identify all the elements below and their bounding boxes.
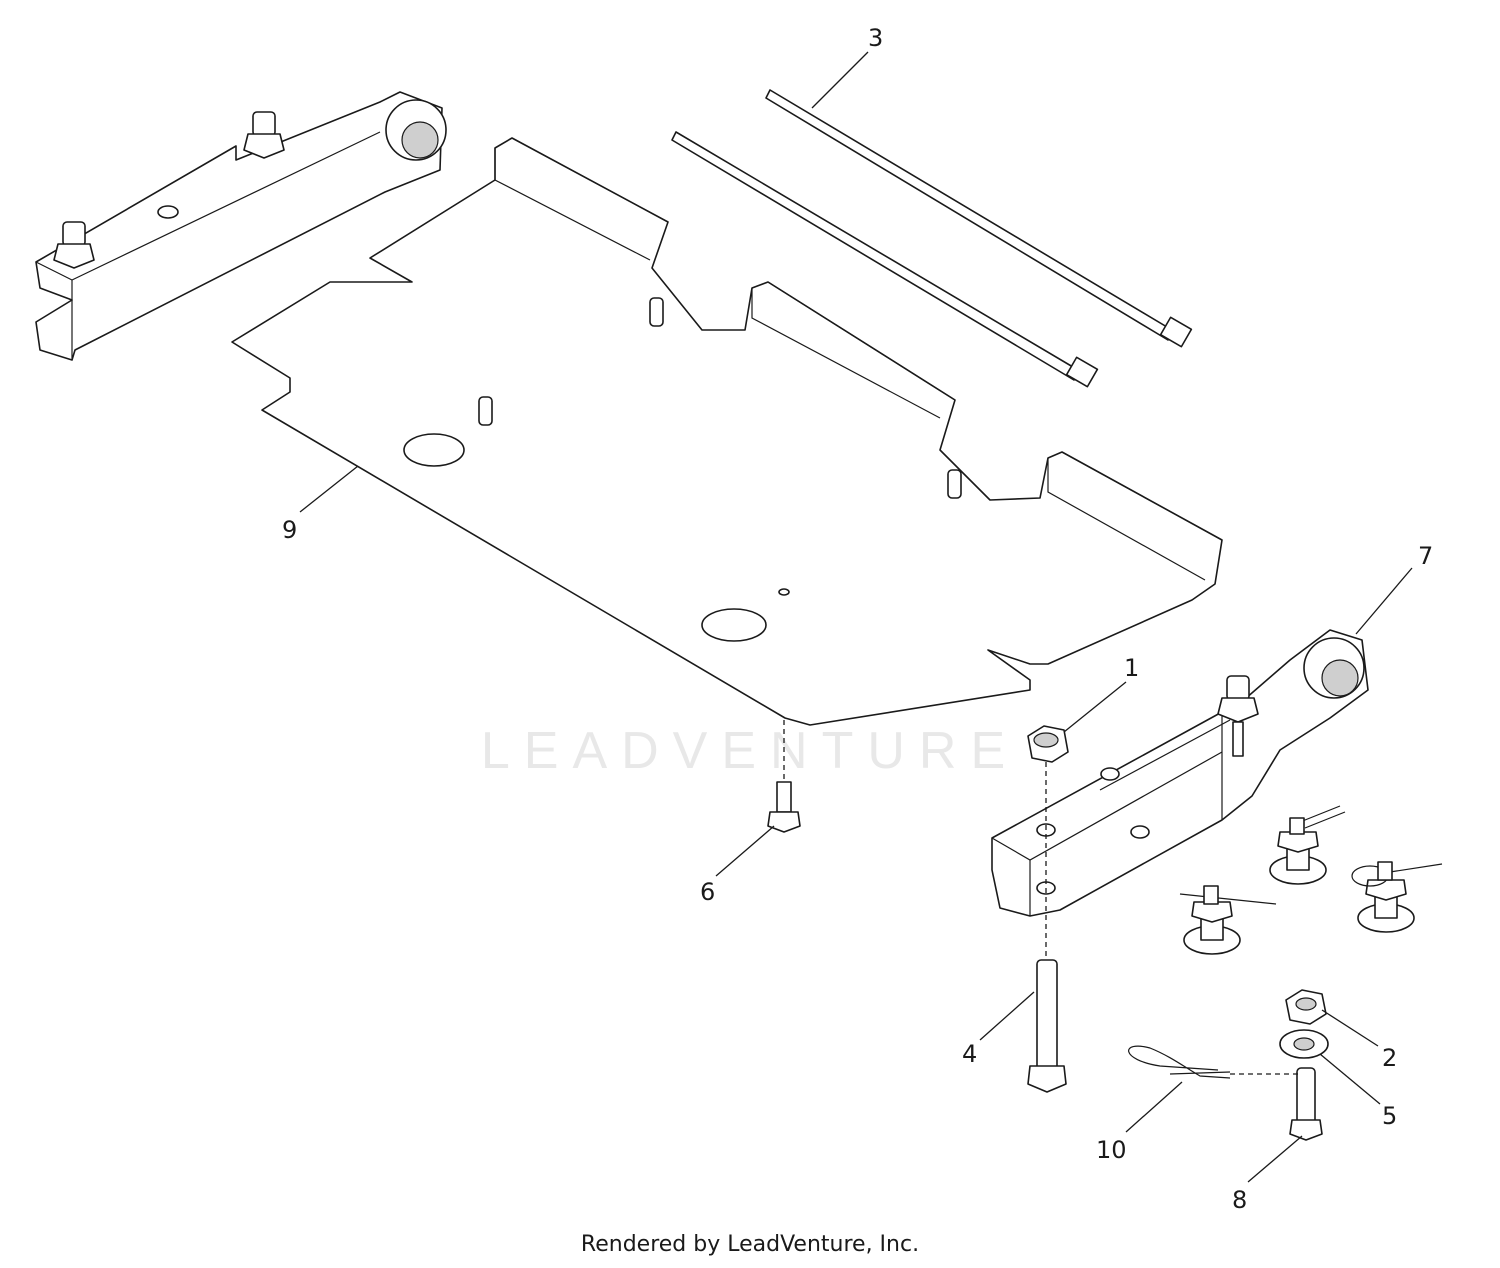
alignment-lines xyxy=(783,720,1298,1075)
callout-4: 4 xyxy=(962,1040,977,1068)
stud-3 xyxy=(947,469,962,499)
leader-3 xyxy=(811,51,869,109)
callout-7: 7 xyxy=(1418,542,1433,570)
oval-hole-center xyxy=(701,608,767,642)
left-hinge-bracket xyxy=(35,91,447,361)
pin-assembly-b xyxy=(1179,885,1277,955)
leader-7 xyxy=(1355,567,1413,635)
callout-labels: 1 2 3 4 5 6 7 8 9 10 xyxy=(282,24,1433,1214)
part-3-cable-ties xyxy=(671,89,1193,388)
callout-5: 5 xyxy=(1382,1102,1397,1130)
render-credit: Rendered by LeadVenture, Inc. xyxy=(580,1232,920,1257)
pin-assembly-a xyxy=(1269,805,1346,885)
leader-1 xyxy=(1063,681,1127,733)
watermark-text: LEADVENTURE xyxy=(481,722,1019,780)
leader-8 xyxy=(1247,1135,1303,1183)
pin-assemblies xyxy=(1179,805,1443,955)
stud-2 xyxy=(478,396,493,426)
leader-10 xyxy=(1125,1081,1183,1133)
part-6-flange-bolt xyxy=(767,781,801,833)
leader-4 xyxy=(979,991,1035,1041)
callout-1: 1 xyxy=(1124,654,1139,682)
part-8-bolt xyxy=(1289,1067,1323,1141)
callout-2: 2 xyxy=(1382,1044,1397,1072)
small-hole xyxy=(778,588,790,596)
part-7-hinge-bracket xyxy=(991,629,1369,917)
callout-9: 9 xyxy=(282,516,297,544)
part-9-floor-plate xyxy=(231,137,1223,726)
oval-hole-left xyxy=(403,433,465,467)
callout-8: 8 xyxy=(1232,1186,1247,1214)
leader-5 xyxy=(1319,1053,1381,1105)
leader-lines xyxy=(299,51,1413,1183)
stud-1 xyxy=(649,297,664,327)
part-10-hairpin-clip xyxy=(1128,1045,1231,1079)
callout-6: 6 xyxy=(700,878,715,906)
leader-2 xyxy=(1321,1009,1379,1047)
leader-6 xyxy=(715,825,775,877)
callout-10: 10 xyxy=(1096,1136,1127,1164)
pin-assembly-c xyxy=(1351,861,1443,933)
part-4-pin xyxy=(1027,959,1067,1093)
part-1-lock-nut xyxy=(1027,725,1069,763)
callout-3: 3 xyxy=(868,24,883,52)
leader-9 xyxy=(299,465,359,513)
part-2-flange-nut xyxy=(1285,989,1327,1025)
part-5-washer xyxy=(1279,1029,1329,1059)
